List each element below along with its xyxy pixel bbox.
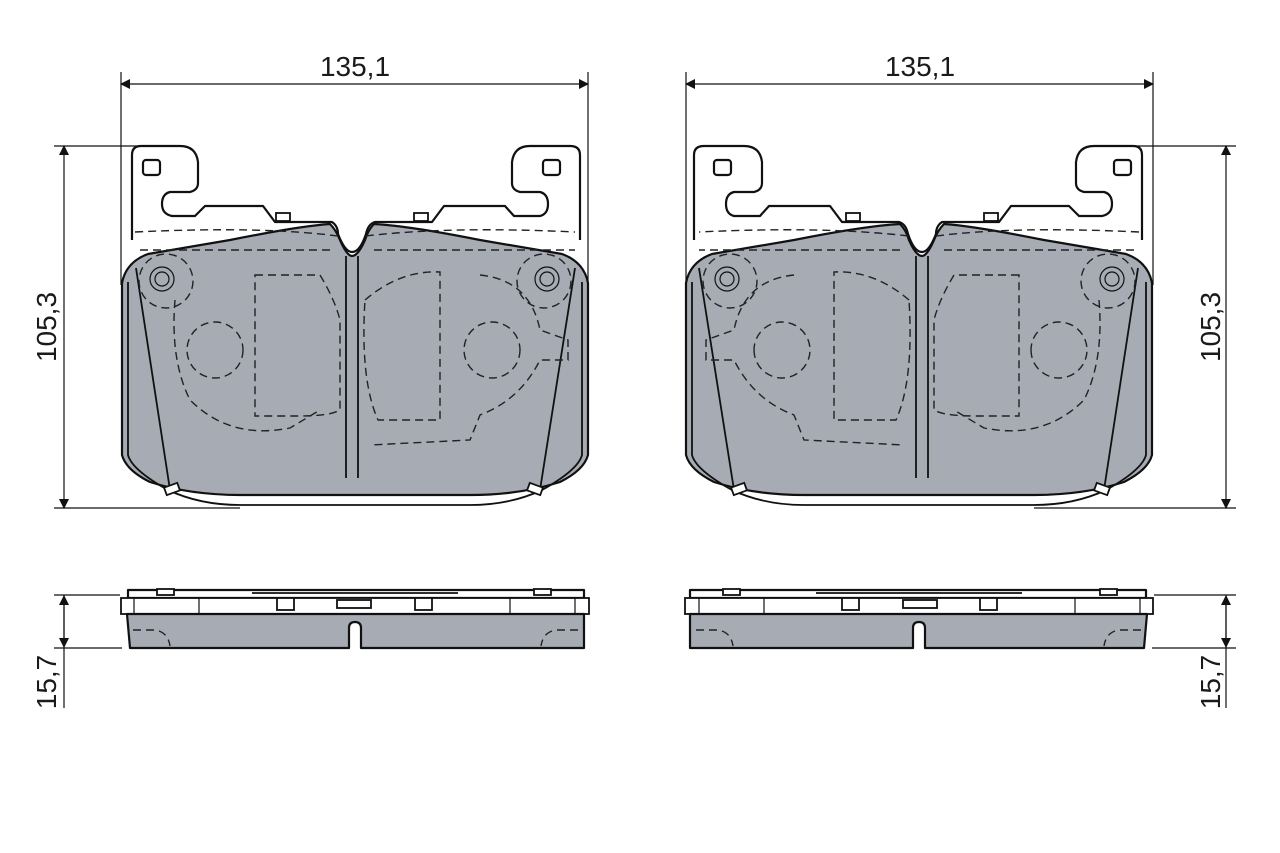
thickness-dimension-right: 15,7 [1152, 594, 1236, 710]
svg-text:105,3: 105,3 [31, 292, 62, 362]
pad-front-view-right [684, 144, 1154, 507]
svg-text:105,3: 105,3 [1195, 292, 1226, 362]
pad-front-view-left [120, 144, 590, 507]
thickness-dimension-left: 15,7 [31, 594, 122, 710]
height-dimension-right: 105,3 [1034, 145, 1236, 509]
pad-side-view-right [683, 587, 1155, 650]
svg-text:15,7: 15,7 [31, 655, 62, 710]
svg-text:15,7: 15,7 [1195, 655, 1226, 710]
width-dimension-right: 135,1 [685, 51, 1154, 285]
pad-side-view-left [119, 587, 591, 650]
width-dimension-left: 135,1 [120, 51, 589, 285]
svg-text:135,1: 135,1 [320, 51, 390, 82]
svg-text:135,1: 135,1 [885, 51, 955, 82]
height-dimension-left: 105,3 [31, 145, 240, 509]
